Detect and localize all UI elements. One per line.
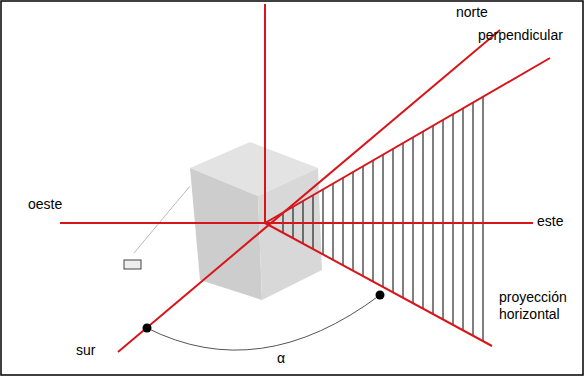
angle-label: α: [277, 350, 285, 367]
west-east-axis: [60, 222, 533, 224]
south-north-axis: [118, 30, 500, 352]
direction-label: oeste: [28, 196, 62, 213]
direction-label: norte: [456, 4, 488, 21]
hatch-stroke: [463, 108, 464, 330]
vertical-axis: [264, 4, 266, 223]
axes: [60, 4, 550, 352]
angle-arc: [147, 295, 380, 350]
wire: [134, 186, 190, 253]
perpendicular-line: [265, 58, 550, 223]
hatch-stroke: [433, 126, 434, 314]
horizontal-projection-line: [265, 223, 492, 346]
hatch-stroke: [383, 155, 384, 287]
cube: [190, 142, 322, 300]
hatch-stroke: [483, 97, 484, 341]
line-label: perpendicular: [478, 27, 563, 44]
hatch-stroke: [353, 172, 354, 271]
small-rectangle: [124, 260, 141, 269]
hatch-stroke: [443, 120, 444, 320]
hatch-stroke: [403, 143, 404, 298]
hatch-stroke: [333, 184, 334, 260]
hatch-stroke: [453, 114, 454, 325]
direction-label: sur: [76, 342, 95, 359]
hatch-stroke: [393, 149, 394, 292]
hatching: [283, 97, 483, 341]
hatch-stroke: [473, 103, 474, 336]
hatch-stroke: [323, 189, 324, 254]
hatch-stroke: [343, 178, 344, 265]
direction-label: este: [537, 213, 563, 230]
arc-point: [376, 291, 385, 300]
hatch-stroke: [423, 132, 424, 309]
line-label: proyección horizontal: [499, 289, 579, 323]
arc-point: [143, 324, 152, 333]
hatch-stroke: [373, 160, 374, 281]
hatch-stroke: [413, 137, 414, 303]
hatch-stroke: [363, 166, 364, 276]
cube-front: [190, 168, 262, 300]
